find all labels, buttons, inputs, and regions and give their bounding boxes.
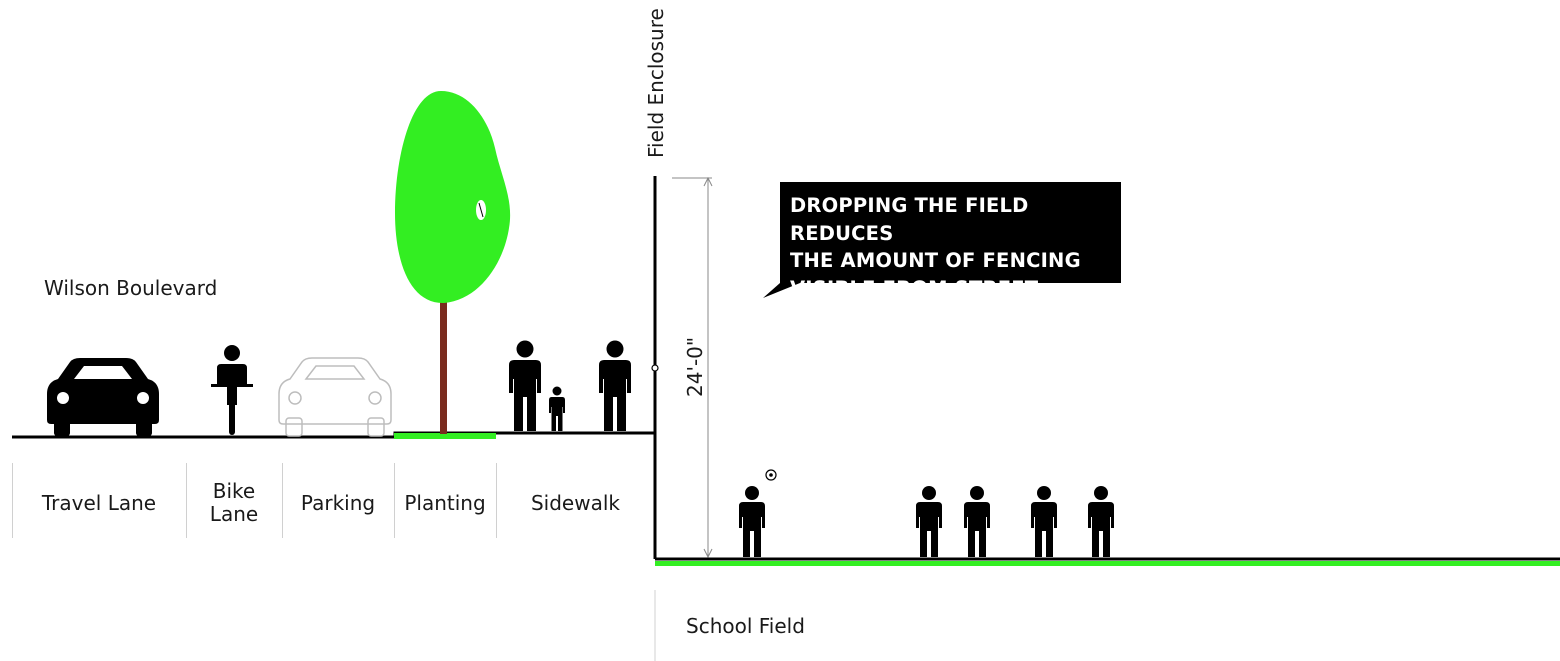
street-tree-icon <box>395 91 511 434</box>
pedestrian-icon <box>509 340 541 431</box>
child-pedestrian-icon <box>549 386 565 431</box>
player-icon <box>1031 486 1057 557</box>
parked-car-icon <box>278 357 392 437</box>
pedestrian-icon <box>599 340 631 431</box>
planting-strip-grass <box>394 433 496 439</box>
segment-divider <box>12 463 13 538</box>
street-ground-line <box>12 431 655 439</box>
segment-divider <box>394 463 395 538</box>
segment-label-planting: Planting <box>404 490 486 515</box>
segment-divider <box>496 463 497 538</box>
player-icon <box>1088 486 1114 557</box>
school-field-label: School Field <box>686 614 805 638</box>
segment-label-travel-lane: Travel Lane <box>41 490 157 515</box>
segment-divider <box>282 463 283 538</box>
height-dimension-label: 24'-0" <box>683 336 707 397</box>
segment-label-sidewalk: Sidewalk <box>530 490 620 515</box>
field-enclosure-label: Field Enclosure <box>644 8 668 158</box>
segment-label-bike-lane: Bike Lane <box>209 479 259 526</box>
cyclist-icon <box>211 345 253 435</box>
height-dimension-line <box>672 176 713 559</box>
segment-divider <box>186 463 187 538</box>
enclosure-marker <box>651 364 659 372</box>
car-icon <box>47 358 159 436</box>
field-grass <box>655 561 1560 566</box>
player-icon <box>739 486 765 557</box>
soccer-ball-icon <box>765 469 777 481</box>
segment-label-parking: Parking <box>300 490 376 515</box>
player-icon <box>964 486 990 557</box>
callout-bubble <box>763 182 1121 298</box>
player-icon <box>916 486 942 557</box>
callout-text: DROPPING THE FIELD REDUCES THE AMOUNT OF… <box>790 194 1081 300</box>
street-name: Wilson Boulevard <box>44 276 218 300</box>
